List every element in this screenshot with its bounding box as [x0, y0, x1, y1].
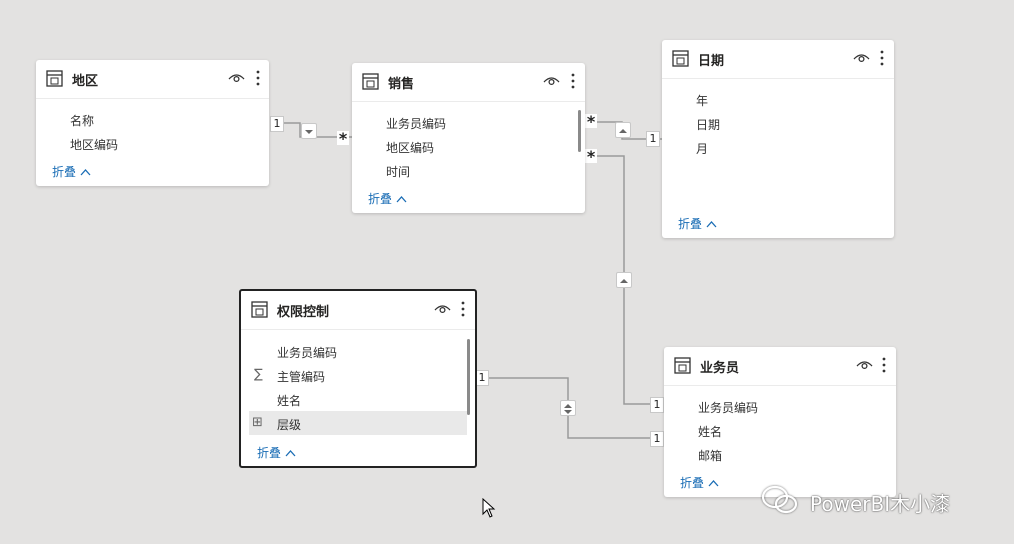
- collapse-link[interactable]: 折叠: [368, 190, 407, 207]
- field-row[interactable]: ∑ 主管编码: [241, 363, 475, 387]
- filter-direction-button[interactable]: [301, 123, 317, 139]
- cardinality-many-badge: *: [585, 112, 597, 131]
- field-name: 业务员编码: [386, 117, 447, 131]
- field-row[interactable]: 日期: [662, 111, 894, 135]
- field-name: 名称: [70, 114, 95, 128]
- field-name: 时间: [386, 165, 411, 179]
- more-options-icon[interactable]: [881, 356, 887, 374]
- field-name: 姓名: [698, 425, 723, 439]
- field-name: 地区编码: [70, 138, 119, 152]
- table-icon: [251, 301, 268, 318]
- table-icon: [46, 70, 63, 87]
- field-name: 主管编码: [277, 370, 326, 384]
- sigma-icon: ∑: [254, 367, 263, 382]
- filter-direction-button[interactable]: [615, 122, 631, 138]
- field-row[interactable]: 年: [662, 87, 894, 111]
- cardinality-one-badge: 1: [646, 131, 660, 147]
- table-card-permission[interactable]: 权限控制 业务员编码 ∑ 主管编码 姓名 ⊞ 层级 折叠: [239, 289, 477, 468]
- cardinality-one-badge: 1: [270, 116, 284, 132]
- triangle-arrow-icon: [619, 129, 627, 133]
- cardinality-one-badge: 1: [475, 370, 489, 386]
- eye-icon[interactable]: [853, 51, 870, 65]
- chevron-up-icon: [285, 450, 296, 457]
- field-name: 月: [696, 142, 709, 156]
- collapse-label: 折叠: [368, 192, 393, 206]
- table-title: 业务员: [700, 361, 740, 376]
- field-row[interactable]: 邮箱: [664, 442, 896, 466]
- field-name: 层级: [277, 418, 302, 432]
- eye-icon[interactable]: [434, 302, 451, 316]
- collapse-link[interactable]: 折叠: [257, 444, 296, 461]
- bidirectional-arrow-icon: [564, 404, 572, 414]
- collapse-link[interactable]: 折叠: [680, 474, 719, 491]
- more-options-icon[interactable]: [570, 72, 576, 90]
- field-row[interactable]: 姓名: [241, 387, 475, 411]
- table-icon: [672, 50, 689, 67]
- field-name: 日期: [696, 118, 721, 132]
- watermark-text: PowerBI木小漆: [810, 492, 951, 516]
- table-title: 地区: [72, 74, 99, 89]
- more-options-icon[interactable]: [255, 69, 261, 87]
- more-options-icon[interactable]: [460, 300, 466, 318]
- field-row[interactable]: 名称: [36, 107, 269, 131]
- field-name: 邮箱: [698, 449, 723, 463]
- chevron-up-icon: [80, 169, 91, 176]
- mouse-cursor-icon: [482, 498, 496, 518]
- table-icon: [362, 73, 379, 90]
- field-name: 年: [696, 94, 709, 108]
- table-header[interactable]: 日期: [662, 40, 894, 79]
- filter-direction-button[interactable]: [616, 272, 632, 288]
- cardinality-many-badge: *: [585, 147, 597, 166]
- cardinality-many-badge: *: [337, 129, 349, 148]
- table-title: 销售: [388, 77, 415, 92]
- hierarchy-icon: ⊞: [252, 415, 263, 430]
- table-title: 权限控制: [277, 305, 330, 320]
- field-name: 地区编码: [386, 141, 435, 155]
- wechat-icon: [761, 485, 798, 514]
- collapse-label: 折叠: [257, 446, 282, 460]
- scrollbar[interactable]: [578, 110, 581, 152]
- triangle-arrow-icon: [620, 279, 628, 283]
- chevron-up-icon: [708, 480, 719, 487]
- scrollbar[interactable]: [467, 339, 470, 415]
- table-header[interactable]: 业务员: [664, 347, 896, 386]
- table-icon: [674, 357, 691, 374]
- field-name: 姓名: [277, 394, 302, 408]
- table-header[interactable]: 销售: [352, 63, 585, 102]
- collapse-link[interactable]: 折叠: [52, 163, 91, 180]
- eye-icon[interactable]: [856, 358, 873, 372]
- chevron-up-icon: [396, 196, 407, 203]
- collapse-label: 折叠: [680, 476, 705, 490]
- table-card-region[interactable]: 地区 名称 地区编码 折叠: [36, 60, 269, 186]
- chevron-up-icon: [706, 221, 717, 228]
- table-title: 日期: [698, 54, 725, 69]
- field-row[interactable]: 地区编码: [352, 134, 585, 158]
- field-row[interactable]: 月: [662, 135, 894, 159]
- field-name: 业务员编码: [698, 401, 759, 415]
- field-row[interactable]: 地区编码: [36, 131, 269, 155]
- field-row[interactable]: 业务员编码: [241, 339, 475, 363]
- field-row[interactable]: 业务员编码: [352, 110, 585, 134]
- triangle-arrow-icon: [305, 130, 313, 134]
- eye-icon[interactable]: [543, 74, 560, 88]
- field-row[interactable]: 业务员编码: [664, 394, 896, 418]
- field-name: 业务员编码: [277, 346, 338, 360]
- collapse-label: 折叠: [678, 217, 703, 231]
- cardinality-one-badge: 1: [650, 431, 664, 447]
- table-header[interactable]: 权限控制: [241, 291, 475, 330]
- collapse-link[interactable]: 折叠: [678, 215, 717, 232]
- table-card-sales[interactable]: 销售 业务员编码 地区编码 时间 折叠: [352, 63, 585, 213]
- table-header[interactable]: 地区: [36, 60, 269, 99]
- table-card-date[interactable]: 日期 年 日期 月 折叠: [662, 40, 894, 238]
- cardinality-one-badge: 1: [650, 397, 664, 413]
- filter-direction-button[interactable]: [560, 400, 576, 416]
- eye-icon[interactable]: [228, 71, 245, 85]
- field-row[interactable]: 时间: [352, 158, 585, 182]
- more-options-icon[interactable]: [879, 49, 885, 67]
- table-card-salesperson[interactable]: 业务员 业务员编码 姓名 邮箱 折叠: [664, 347, 896, 497]
- field-row[interactable]: ⊞ 层级: [249, 411, 467, 435]
- field-row[interactable]: 姓名: [664, 418, 896, 442]
- collapse-label: 折叠: [52, 165, 77, 179]
